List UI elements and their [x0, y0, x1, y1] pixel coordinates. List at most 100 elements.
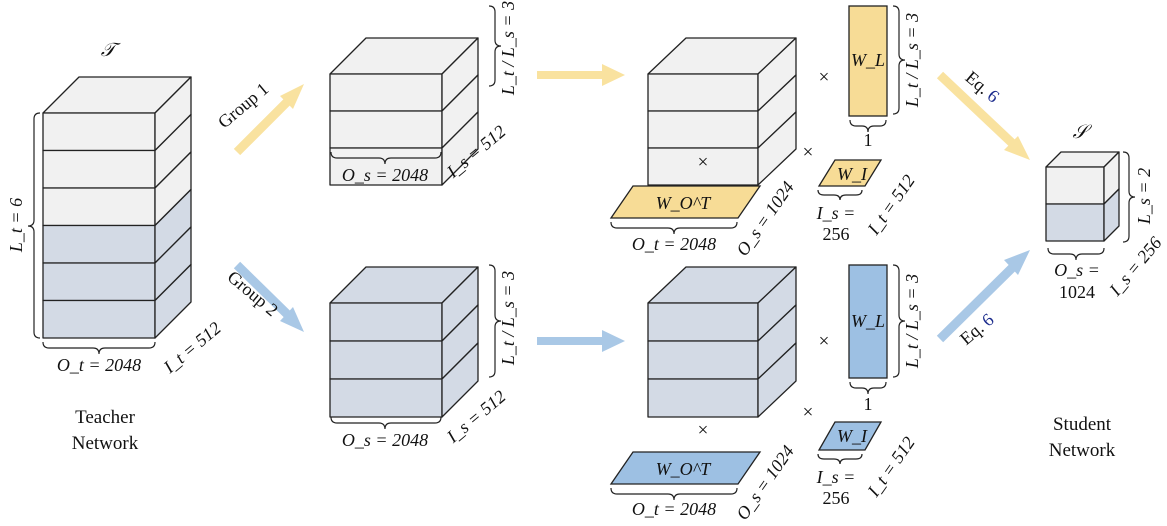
- teacher-layer-front: [42, 187, 156, 227]
- group1-layer-front: [329, 73, 443, 112]
- student-depth-label: I_s = 256: [1105, 233, 1166, 300]
- group2-times-wi: ×: [803, 402, 814, 423]
- group2-to-decomp-arrow: [537, 330, 625, 352]
- group2-layer-front: [329, 302, 443, 342]
- student-layers-brace: [1122, 151, 1136, 243]
- group2-times-wo: ×: [698, 420, 709, 441]
- group2-wl-ratio-label: L_t / L_s = 3: [902, 274, 922, 369]
- group2-layer-front: [329, 340, 443, 380]
- group2-width-brace: [330, 416, 442, 430]
- group2-wo-width-brace: [610, 487, 738, 501]
- teacher-network: 𝒯 Teacher Network L_t = 6 O_t = 2048 I_t…: [6, 40, 225, 454]
- group1-ratio-label: L_t / L_s = 3: [498, 1, 518, 96]
- group1-wl-matrix: [848, 5, 888, 117]
- group1-wo-width-label: O_t = 2048: [632, 234, 716, 254]
- group2-arrow: [233, 261, 304, 332]
- group1-wl-ratio-brace: [892, 5, 906, 115]
- group1-wi-width-brace: [817, 189, 863, 201]
- group1-arrow: [233, 84, 304, 156]
- teacher-layer-front: [42, 299, 156, 339]
- group1-wo-label: W_O^T: [656, 193, 713, 213]
- group1-wo-width-brace: [610, 221, 738, 235]
- group2-wi-matrix: [817, 421, 883, 451]
- teacher-caption-line1: Teacher: [75, 407, 136, 428]
- group1-times-wi: ×: [803, 142, 814, 163]
- teacher-layers-brace: [27, 112, 41, 339]
- group2-decomp-layer-front: [647, 340, 759, 380]
- group2-wl-label: W_L: [851, 311, 885, 331]
- group2-wi-depth-label: I_t = 512: [863, 433, 919, 501]
- group1-wl-bottom-label: 1: [864, 130, 873, 150]
- teacher-symbol: 𝒯: [101, 40, 121, 61]
- group1-to-decomp-arrow: [537, 64, 625, 86]
- group1-layer-front: [329, 110, 443, 149]
- eq-arrow-bottom: [936, 250, 1030, 343]
- student-layer-stack: [1045, 151, 1120, 242]
- group2-decomp-layer-side: [757, 342, 797, 418]
- group2-decomp-layer-front: [647, 302, 759, 342]
- student-caption-line1: Student: [1053, 414, 1112, 435]
- teacher-caption-line2: Network: [72, 433, 139, 454]
- group2-wi-width-label1: I_s =: [816, 467, 856, 487]
- eq-arrow-top: [936, 71, 1030, 160]
- teacher-layer-stack: [42, 76, 192, 339]
- group1-width-label: O_s = 2048: [342, 165, 428, 185]
- group1-decomp-layer-side: [757, 111, 797, 186]
- group1-wl-ratio-label: L_t / L_s = 3: [902, 13, 922, 108]
- group1-wi-depth-label: I_t = 512: [863, 171, 919, 239]
- group1-stack: O_s = 2048 I_s = 512 L_t / L_s = 3: [329, 1, 518, 186]
- teacher-layer-side: [154, 263, 192, 339]
- group2-wl-ratio-brace: [892, 264, 906, 378]
- teacher-layer-front: [42, 112, 156, 152]
- group2-layer-side: [441, 342, 479, 418]
- group1-ratio-brace: [488, 5, 502, 87]
- group2-decomp-layer-front: [647, 378, 759, 418]
- student-symbol: 𝒮: [1073, 122, 1093, 143]
- group1-decomp-layer-front: [647, 73, 759, 112]
- group1-wi-matrix: [817, 159, 883, 187]
- group1-layer-side: [441, 111, 479, 186]
- student-layer-side: [1103, 188, 1120, 242]
- teacher-layers-label: L_t = 6: [6, 198, 26, 253]
- student-width-brace: [1047, 247, 1105, 261]
- group1-decomposition: × × × W_L 1 L_t / L_s = 3 W_O^T O_t = 20…: [609, 5, 922, 260]
- teacher-layer-front: [42, 262, 156, 302]
- group2-wo-matrix: [609, 451, 762, 485]
- group2-width-label: O_s = 2048: [342, 430, 428, 450]
- group1-wi-width-label1: I_s =: [816, 203, 856, 223]
- group1-times-wl: ×: [819, 67, 830, 88]
- group2-wi-width-label2: 256: [823, 488, 850, 508]
- group1-wi-label: W_I: [837, 164, 868, 184]
- group2-ratio-label: L_t / L_s = 3: [498, 271, 518, 366]
- group2-wi-width-brace: [817, 453, 863, 465]
- student-layers-label: L_s = 2: [1134, 168, 1154, 225]
- group1-times-wo: ×: [698, 152, 709, 173]
- group2-ratio-brace: [488, 264, 502, 378]
- group2-stack: O_s = 2048 I_s = 512 L_t / L_s = 3: [329, 264, 518, 450]
- teacher-width-label: O_t = 2048: [57, 355, 141, 375]
- group2-wl-bottom-brace: [849, 381, 887, 395]
- group2-times-wl: ×: [819, 331, 830, 352]
- student-network: 𝒮 Student Network L_s = 2 O_s = 1024 I_s…: [1045, 122, 1166, 461]
- group2-decomposition: × × × W_L 1 L_t / L_s = 3 W_O^T O_t = 20…: [609, 264, 922, 524]
- teacher-depth-label: I_t = 512: [159, 318, 225, 378]
- group2-layer-front: [329, 378, 443, 418]
- teacher-layer-front: [42, 224, 156, 264]
- student-caption-line2: Network: [1049, 440, 1116, 461]
- group2-wi-label: W_I: [837, 426, 868, 446]
- group1-width-brace: [330, 151, 442, 165]
- group1-decomp-layer-front: [647, 110, 759, 149]
- group1-wi-width-label2: 256: [823, 224, 850, 244]
- group1-wo-matrix: [609, 185, 762, 219]
- group2-wl-matrix: [848, 264, 888, 379]
- group1-wl-label: W_L: [851, 50, 885, 70]
- group1-wl-bottom-brace: [849, 119, 887, 133]
- teacher-width-brace: [42, 341, 156, 355]
- group2-wo-width-label: O_t = 2048: [632, 499, 716, 519]
- student-width-label2: 1024: [1059, 282, 1095, 302]
- group2-wl-bottom-label: 1: [864, 394, 873, 414]
- student-width-label1: O_s =: [1054, 260, 1100, 280]
- group2-wo-label: W_O^T: [656, 459, 713, 479]
